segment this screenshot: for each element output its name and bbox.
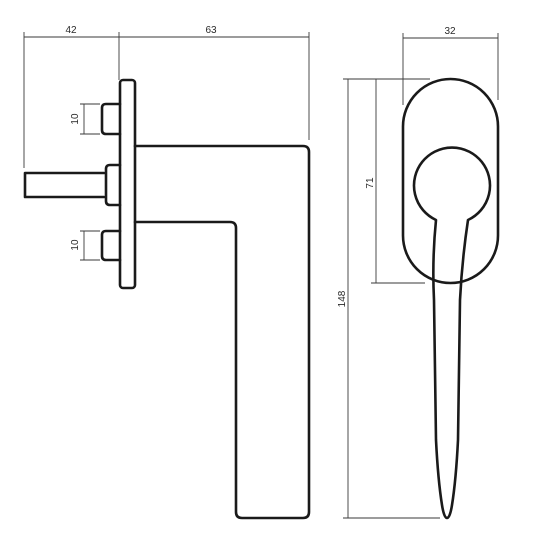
dim-label-32: 32 [444, 26, 456, 37]
side-view [23, 78, 311, 520]
dim-label-10-lower: 10 [70, 239, 81, 251]
dim-label-148: 148 [337, 290, 348, 307]
spindle [23, 171, 106, 199]
handle-lever-side [133, 144, 311, 520]
dimension-labels: 42 63 10 10 32 71 148 [65, 25, 456, 307]
dimension-lines [23, 32, 499, 519]
upper-stud [100, 102, 122, 136]
dim-label-10-upper: 10 [70, 113, 81, 125]
dim-label-63: 63 [205, 25, 217, 36]
rose-plate-side [118, 78, 137, 290]
handle-lever-front [412, 146, 492, 520]
lower-stud [100, 229, 122, 262]
spindle-collar [104, 163, 122, 207]
front-view [401, 77, 500, 520]
dim-label-42: 42 [65, 25, 77, 36]
dim-label-71: 71 [365, 177, 376, 189]
rose-plate-front [401, 77, 500, 285]
